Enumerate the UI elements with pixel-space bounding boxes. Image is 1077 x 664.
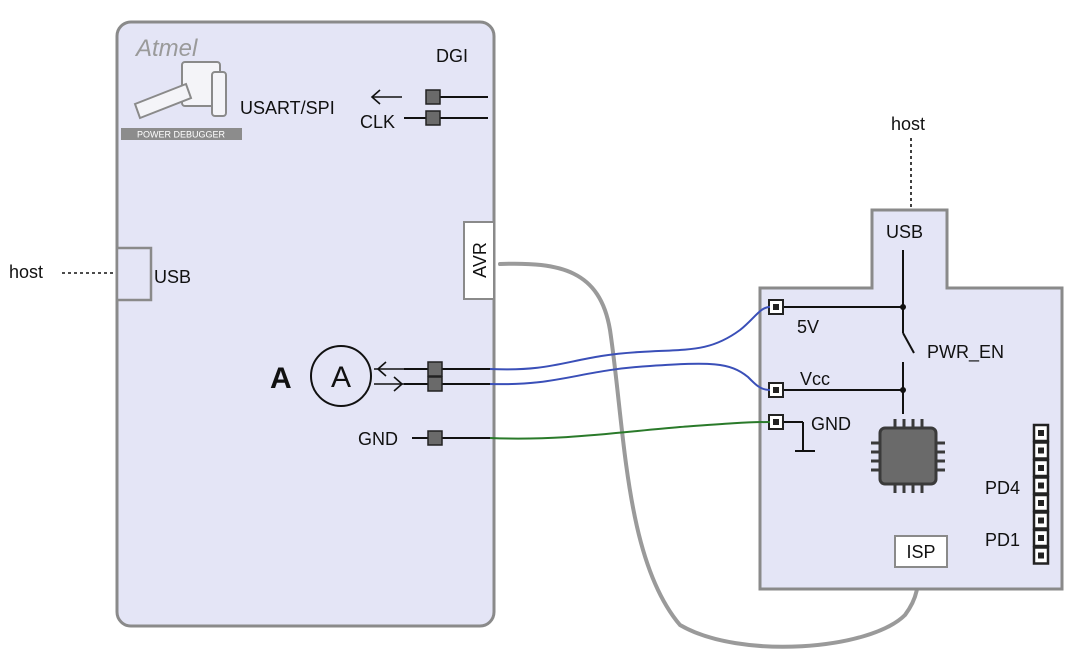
pwr-en-label: PWR_EN [927,342,1004,363]
target-power-traces [782,250,915,452]
pd4-label: PD4 [985,478,1020,498]
header-pin-dot [1038,447,1044,454]
pd1-label: PD1 [985,530,1020,550]
debugger-gnd-label: GND [358,429,398,449]
arrow-left-icon [370,89,402,105]
header-pin-dot [1038,535,1044,541]
header-pin-dot [1038,465,1044,471]
wire-5v [489,306,771,371]
header-pin-dot [1038,482,1044,489]
product-name: POWER DEBUGGER [137,130,226,140]
microcontroller-chip-icon [871,419,945,493]
wire-gnd [489,421,771,440]
debugger-gnd-pin [412,430,490,446]
isp-connector [894,535,948,568]
host-left-label: host [9,262,43,282]
ammeter-symbol-letter: A [331,361,351,394]
hammer-icon [133,61,227,120]
io-header [1032,423,1050,565]
avr-connector [463,221,495,300]
current-arrows-icon [374,361,406,392]
host-right-label: host [891,114,925,134]
wire-vcc [489,362,771,391]
ammeter-symbol [310,345,372,407]
usart-spi-label: USART/SPI [240,98,335,118]
atmel-logo: Atmel [134,35,198,62]
junction-dot [900,304,906,310]
header-pin-dot [1038,430,1044,436]
target-board [758,208,1064,591]
header-pin-dot [1038,517,1044,524]
dgi-pins [404,89,488,126]
debugger-usb-label: USB [154,267,191,287]
debugger-usb-port [115,246,153,302]
isp-label: ISP [906,542,935,562]
dgi-label: DGI [436,46,468,66]
v5-label: 5V [797,317,819,337]
header-pin-dot [1038,500,1044,506]
isp-cable [498,261,921,649]
target-pins [768,299,784,430]
clk-label: CLK [360,112,395,132]
junction-dot [900,387,906,393]
target-gnd-label: GND [811,414,851,434]
ammeter-pins [404,361,490,392]
vcc-label: Vcc [800,369,830,389]
avr-label: AVR [470,242,490,278]
target-usb-label: USB [886,222,923,242]
header-pin-dot [1038,552,1044,559]
power-debugger-board [115,20,496,628]
product-badge [121,128,242,140]
ammeter-channel-label: A [270,362,292,395]
